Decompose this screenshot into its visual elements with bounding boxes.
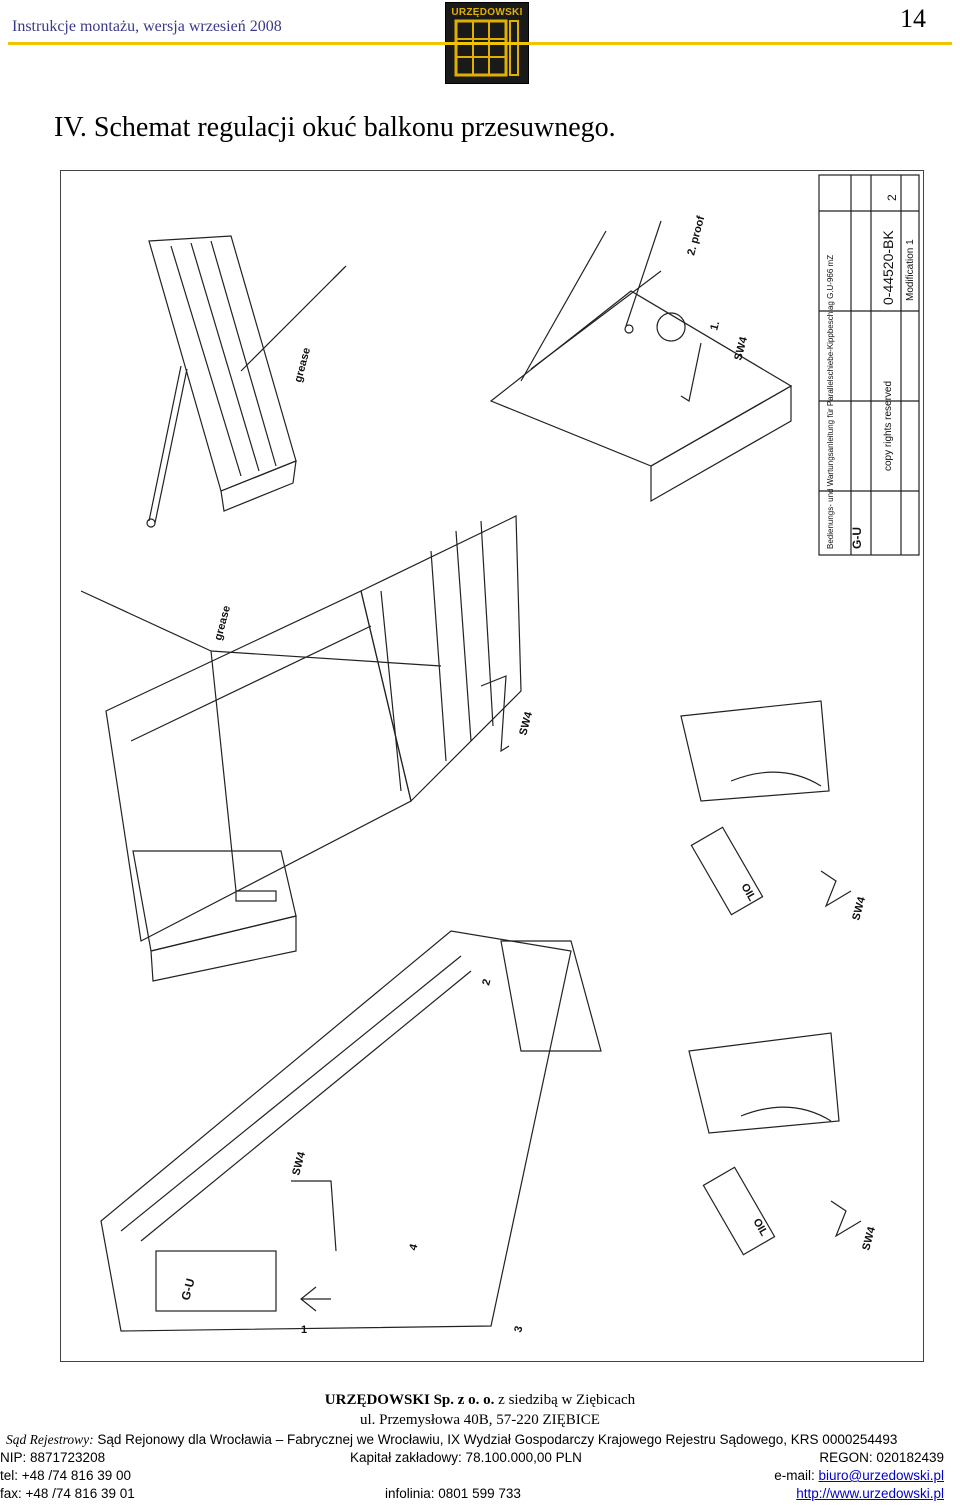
oil-assembly-lower: OIL SW4 — [688, 1032, 878, 1256]
logo-text: URZĘDOWSKI — [451, 7, 523, 18]
frame-middle-corner: grease SW4 — [80, 515, 535, 942]
footer-registry-label: Sąd Rejestrowy: — [6, 1432, 94, 1447]
footer-row-fax: fax: +48 /74 816 39 01 infolinia: 0801 5… — [0, 1486, 960, 1506]
footer-row-ids: NIP: 8871723208 Kapitał zakładowy: 78.10… — [0, 1450, 960, 1470]
step-1-label: 1. — [708, 320, 722, 332]
gu-mark-bogie: G-U — [178, 1277, 197, 1302]
footer-row-contact: tel: +48 /74 816 39 00 e-mail: biuro@urz… — [0, 1468, 960, 1488]
grease-label-1: grease — [292, 346, 313, 383]
section-title: IV. Schemat regulacji okuć balkonu przes… — [54, 112, 616, 143]
number-label-2: 2 — [480, 978, 493, 987]
title-block: 0-44520-BK Modification 1 2 copy rights … — [818, 174, 920, 556]
proof-label: 2. proof — [685, 214, 707, 256]
copyright-note: copy rights reserved — [883, 381, 894, 471]
footer-company-seat: z siedzibą w Ziębicach — [494, 1392, 636, 1408]
sash-top-left: grease — [146, 235, 347, 528]
logo-window-icon — [454, 19, 519, 77]
footer-address: ul. Przemysłowa 40B, 57-220 ZIĘBICE — [360, 1412, 600, 1428]
drawing-figure: 0-44520-BK Modification 1 2 copy rights … — [80, 174, 920, 1336]
number-label-4: 4 — [407, 1242, 420, 1252]
footer-company-name: URZĘDOWSKI Sp. z o. o. — [324, 1392, 495, 1408]
footer-registry: Sąd Rejestrowy: Sąd Rejonowy dla Wrocław… — [6, 1432, 960, 1448]
footer-email-link[interactable]: biuro@urzedowski.pl — [818, 1468, 944, 1483]
drawing-description: Bedienungs- und Wartungsanleitung für Pa… — [826, 255, 835, 549]
footer-capital: Kapitał zakładowy: 78.100.000,00 PLN — [350, 1450, 582, 1465]
page-number: 14 — [900, 4, 926, 33]
drawing-number: 0-44520-BK — [880, 230, 896, 305]
gu-mark-title: G-U — [850, 527, 864, 549]
oil-label-2: OIL — [750, 1217, 770, 1239]
header-document-title: Instrukcje montażu, wersja wrzesień 2008 — [12, 18, 282, 35]
footer-email-label: e-mail: — [774, 1468, 819, 1483]
footer-company-line: URZĘDOWSKI Sp. z o. o. z siedzibą w Zięb… — [0, 1392, 960, 1409]
sw4-label-4: SW4 — [860, 1225, 878, 1252]
sheet-number: 2 — [885, 194, 899, 201]
footer-nip: NIP: 8871723208 — [0, 1450, 106, 1465]
number-label-1: 1 — [301, 1324, 307, 1336]
modification-label: Modification 1 — [905, 239, 916, 301]
sw4-label-5: SW4 — [290, 1150, 308, 1177]
frame-top-right: 2. proof 1. SW4 — [489, 214, 793, 503]
footer-website-link[interactable]: http://www.urzedowski.pl — [796, 1486, 944, 1501]
block-lower-left — [132, 850, 297, 982]
header-divider — [8, 42, 952, 45]
technical-drawing: 0-44520-BK Modification 1 2 copy rights … — [60, 170, 924, 1362]
sw4-label-1: SW4 — [732, 335, 750, 362]
footer-regon: REGON: 020182439 — [819, 1450, 944, 1465]
footer-email-line: e-mail: biuro@urzedowski.pl — [774, 1468, 944, 1483]
footer-infolinia: infolinia: 0801 599 733 — [385, 1486, 521, 1501]
frame-lower-corner: G-U SW4 1 2 3 4 — [100, 930, 602, 1336]
number-label-3: 3 — [512, 1325, 525, 1334]
oil-assembly-upper: OIL SW4 — [680, 700, 868, 922]
sw4-label-2: SW4 — [517, 710, 535, 737]
sw4-label-3: SW4 — [850, 895, 868, 922]
footer-fax: fax: +48 /74 816 39 01 — [0, 1486, 135, 1501]
grease-label-2: grease — [212, 604, 233, 641]
footer-tel: tel: +48 /74 816 39 00 — [0, 1468, 131, 1483]
footer-registry-text: Sąd Rejonowy dla Wrocławia – Fabrycznej … — [93, 1432, 898, 1447]
